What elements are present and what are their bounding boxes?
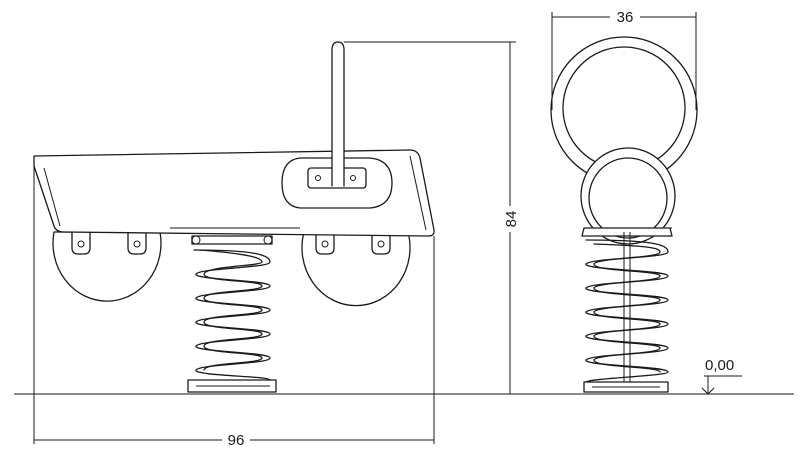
front-spring: [583, 232, 669, 393]
side-view: [33, 41, 435, 393]
depth-dimension-label: 36: [617, 9, 634, 26]
front-view: [550, 36, 698, 393]
width-dimension-label: 96: [228, 432, 245, 449]
ground-level-label: 0,00: [705, 357, 734, 374]
dimension-height: 84: [344, 41, 520, 394]
handle-bar: [331, 41, 345, 187]
front-seat-outer: [580, 147, 676, 245]
dimension-depth: 36: [551, 9, 697, 110]
mounting-tabs: [71, 231, 391, 255]
dimension-width: 96: [33, 158, 435, 449]
height-dimension-label: 84: [503, 211, 520, 228]
side-spring: [187, 235, 277, 393]
ground-level-marker: 0,00: [701, 357, 742, 395]
